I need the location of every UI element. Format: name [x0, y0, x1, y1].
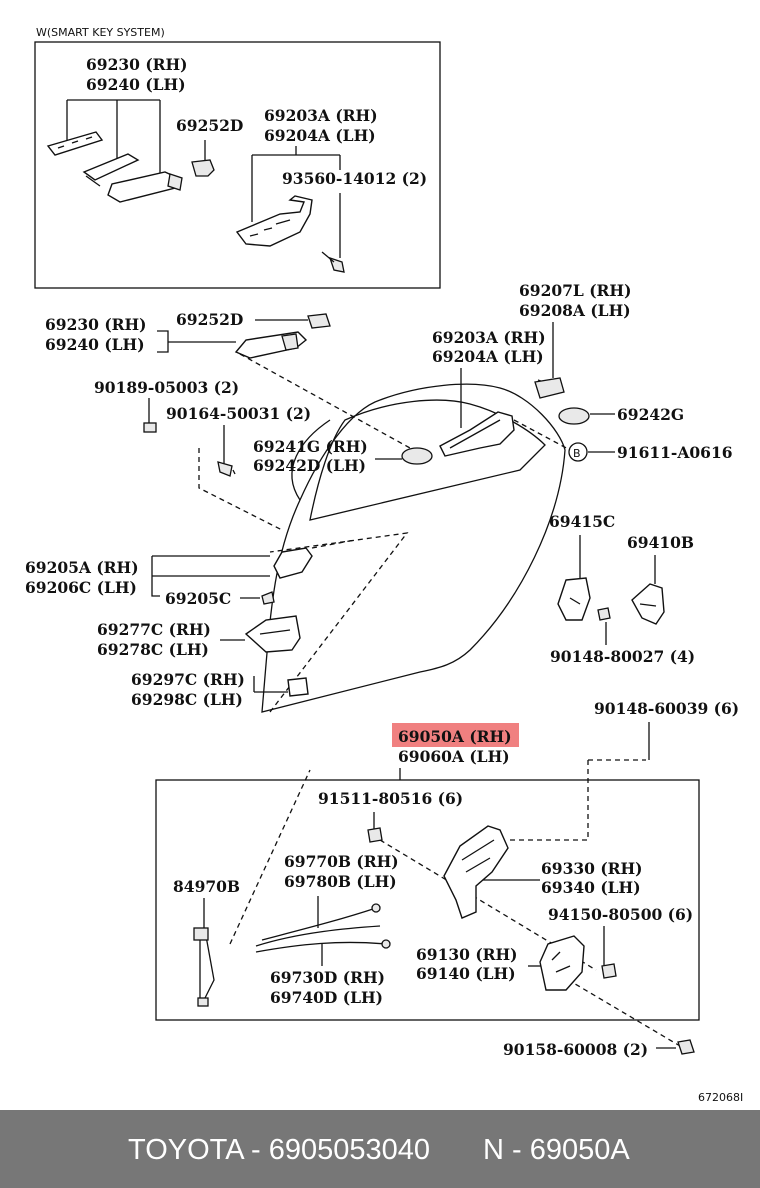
screw-part [321, 251, 345, 273]
circle-mark-b [568, 442, 588, 462]
door-outline [261, 383, 566, 713]
callout-69207l-rh[interactable]: 69207L (RH) [519, 281, 631, 300]
striker-69410b-part [631, 583, 665, 625]
parts-diagram: W(SMART KEY SYSTEM) 69230 (RH) 69240 (LH… [25, 26, 743, 1104]
handle-frame-part [235, 195, 313, 247]
callout-90148-80027[interactable]: 90148-80027 (4) [550, 647, 695, 666]
callout-69204a-lh-2[interactable]: 69204A (LH) [432, 347, 544, 366]
circle-mark-b-label: B [573, 447, 581, 460]
callout-69242g[interactable]: 69242G [617, 405, 684, 424]
highlight-69050a [392, 723, 519, 747]
callout-69208a-lh[interactable]: 69208A (LH) [519, 301, 631, 320]
callout-69205a-rh[interactable]: 69205A (RH) [25, 558, 139, 577]
footer-part-number: TOYOTA - 6905053040 [128, 1134, 431, 1166]
callout-69330-rh[interactable]: 69330 (RH) [541, 859, 643, 878]
callout-69730d-rh[interactable]: 69730D (RH) [270, 968, 385, 987]
screw-90158-part [677, 1039, 695, 1055]
callout-69230-rh-2[interactable]: 69230 (RH) [45, 315, 147, 334]
cable-assy-part [255, 903, 391, 953]
callout-69241g-rh[interactable]: 69241G (RH) [253, 437, 368, 456]
callout-93560-14012[interactable]: 93560-14012 (2) [282, 169, 427, 188]
wire-harness-part [193, 927, 215, 1007]
callout-69060a-lh[interactable]: 69060A (LH) [398, 747, 510, 766]
screw-91511-part [367, 827, 383, 843]
inside-handle-part [273, 547, 313, 579]
callout-94150-80500[interactable]: 94150-80500 (6) [548, 905, 693, 924]
cap-part [534, 377, 565, 399]
callout-91511-80516[interactable]: 91511-80516 (6) [318, 789, 463, 808]
callout-69206c-lh[interactable]: 69206C (LH) [25, 578, 137, 597]
callout-91611-a0616[interactable]: 91611-A0616 [617, 443, 733, 462]
seal-part [558, 407, 590, 425]
callout-69205c[interactable]: 69205C [165, 589, 231, 608]
clip-part [191, 159, 215, 177]
callout-69203a-rh[interactable]: 69203A (RH) [264, 106, 378, 125]
callout-69240-lh[interactable]: 69240 (LH) [86, 75, 186, 94]
footer-bar: TOYOTA - 6905053040 N - 69050A [0, 1110, 760, 1188]
footer-catalog-number: N - 69050A [483, 1134, 630, 1166]
inset-frame [34, 41, 441, 289]
door-lock-part [539, 935, 585, 991]
pad-part [401, 447, 433, 465]
handle-frame-main-part [439, 411, 515, 457]
outside-handle-cover-part [46, 131, 104, 156]
callout-69740d-lh[interactable]: 69740D (LH) [270, 988, 383, 1007]
figure-id: 672068I [698, 1091, 743, 1104]
callout-69252d[interactable]: 69252D [176, 116, 243, 135]
bolt-part [143, 422, 233, 477]
callout-90158-60008[interactable]: 90158-60008 (2) [503, 1040, 648, 1059]
callout-69770b-rh[interactable]: 69770B (RH) [284, 852, 399, 871]
lock-bracket-part [443, 825, 509, 919]
callout-90189-05003[interactable]: 90189-05003 (2) [94, 378, 239, 397]
callout-69203a-rh-2[interactable]: 69203A (RH) [432, 328, 546, 347]
screw-69205c-part [261, 591, 275, 605]
callout-69050a-rh[interactable]: 69050A (RH) [398, 727, 512, 746]
callout-69242d-lh[interactable]: 69242D (LH) [253, 456, 366, 475]
outside-handle-bracket-part [82, 153, 140, 187]
callout-69252d-2[interactable]: 69252D [176, 310, 243, 329]
clip-main-part [307, 313, 331, 329]
callout-90148-60039[interactable]: 90148-60039 (6) [594, 699, 739, 718]
screw-94150-part [601, 963, 617, 979]
callout-69240-lh-2[interactable]: 69240 (LH) [45, 335, 145, 354]
callout-69277c-rh[interactable]: 69277C (RH) [97, 620, 211, 639]
callout-69204a-lh[interactable]: 69204A (LH) [264, 126, 376, 145]
callout-69230-rh[interactable]: 69230 (RH) [86, 55, 188, 74]
striker-69415c-part [557, 577, 591, 621]
lock-assembly-frame [155, 779, 700, 1021]
callout-69340-lh[interactable]: 69340 (LH) [541, 878, 641, 897]
callout-69410b[interactable]: 69410B [627, 533, 694, 552]
callout-69140-lh[interactable]: 69140 (LH) [416, 964, 516, 983]
bezel-part [244, 615, 301, 653]
callout-69298c-lh[interactable]: 69298C (LH) [131, 690, 243, 709]
callout-90164-50031[interactable]: 90164-50031 (2) [166, 404, 311, 423]
callout-69130-rh[interactable]: 69130 (RH) [416, 945, 518, 964]
callout-69278c-lh[interactable]: 69278C (LH) [97, 640, 209, 659]
knob-part [287, 677, 309, 697]
inset-title: W(SMART KEY SYSTEM) [36, 26, 165, 39]
screw-90148-part [597, 607, 611, 621]
callout-69415c[interactable]: 69415C [549, 512, 615, 531]
outside-handle-part [107, 171, 183, 203]
callout-69780b-lh[interactable]: 69780B (LH) [284, 872, 397, 891]
callout-84970b[interactable]: 84970B [173, 877, 240, 896]
outside-handle-main-part [234, 331, 308, 359]
callout-69297c-rh[interactable]: 69297C (RH) [131, 670, 245, 689]
